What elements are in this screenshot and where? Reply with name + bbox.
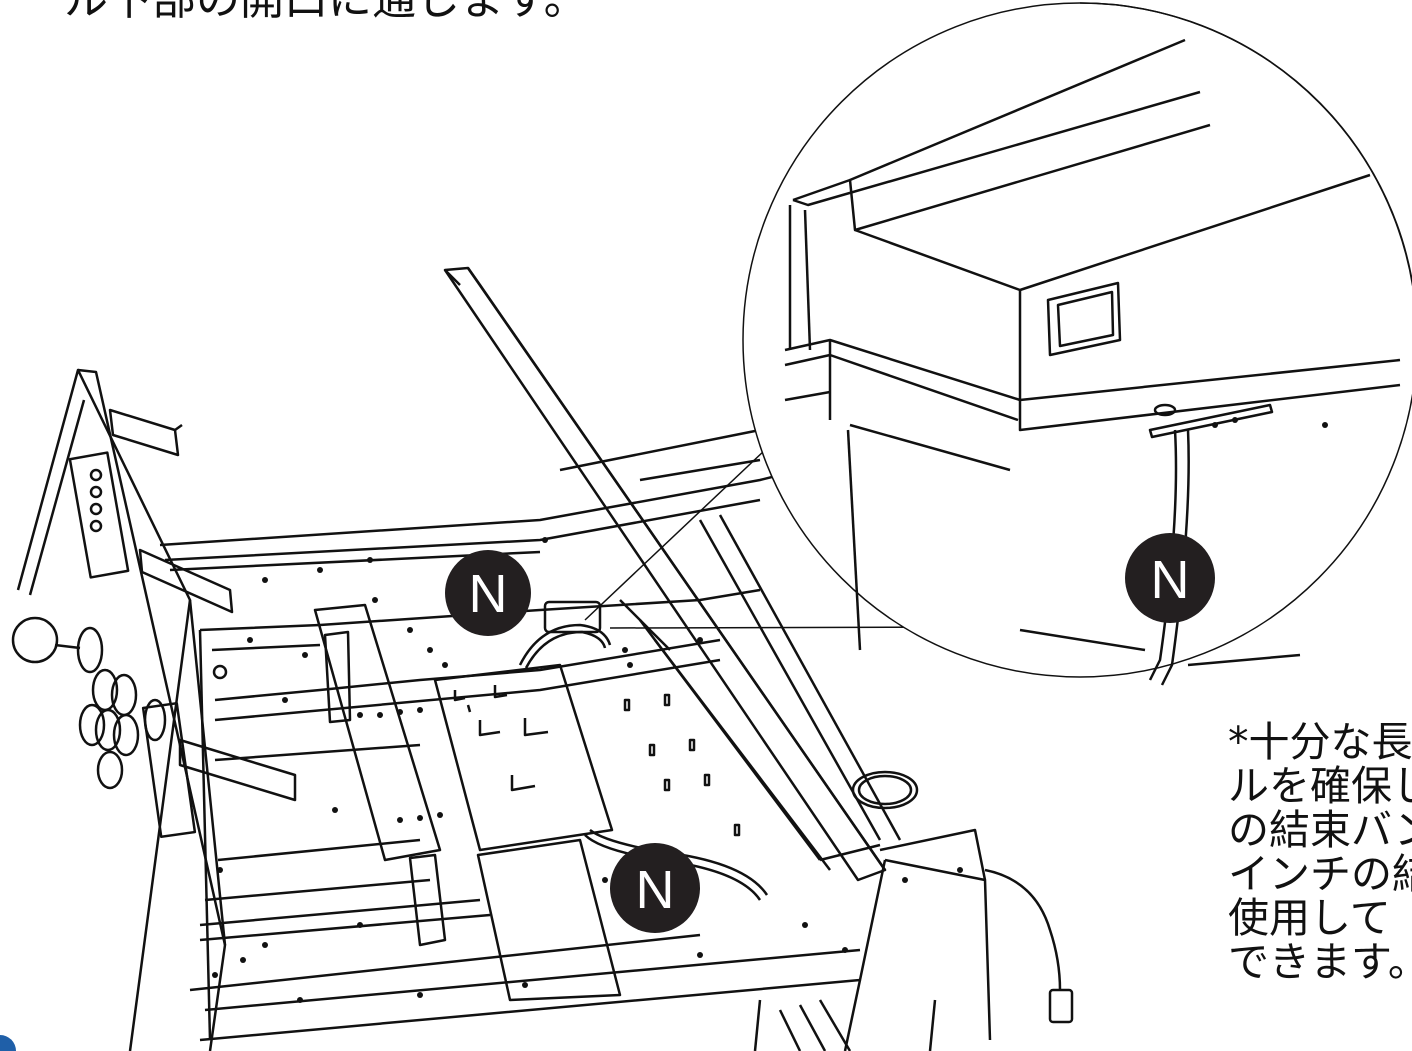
marquee-board xyxy=(443,266,887,882)
note-line: インチの結 xyxy=(1228,850,1412,898)
note-line: *十分な長 xyxy=(1228,720,1412,766)
detail-magnifier xyxy=(742,2,1412,686)
joystick-ball xyxy=(11,616,59,664)
instruction-text-top: ル下部の開口に通します。 xyxy=(64,0,764,30)
callout-badge-bottom: N xyxy=(610,843,700,933)
cabinet-frame xyxy=(159,418,992,1051)
mount-plate xyxy=(313,603,741,1002)
page-corner-accent xyxy=(0,1035,16,1051)
callout-letter: N xyxy=(636,860,675,920)
callout-letter: N xyxy=(469,564,508,624)
rubber-foot xyxy=(212,664,228,680)
note-line: ルを確保し xyxy=(1228,762,1412,810)
cable-length-note: *十分な長 ルを確保し の結束バン インチの結 使用して できます。 xyxy=(1228,720,1412,1050)
support-brackets xyxy=(108,408,297,802)
top-opening-cable xyxy=(518,600,612,669)
note-line: できます。 xyxy=(1228,938,1412,986)
callout-letter: N xyxy=(1151,550,1190,610)
control-panel xyxy=(11,368,227,1051)
note-line: の結束バン xyxy=(1228,806,1412,854)
speaker-hole xyxy=(851,770,919,810)
note-line: 使用して xyxy=(1228,894,1391,942)
callout-badge-detail: N xyxy=(1125,533,1215,623)
power-cord xyxy=(984,868,1074,1024)
fastener-holes xyxy=(212,537,963,1003)
callout-badge-top: N xyxy=(445,550,531,636)
